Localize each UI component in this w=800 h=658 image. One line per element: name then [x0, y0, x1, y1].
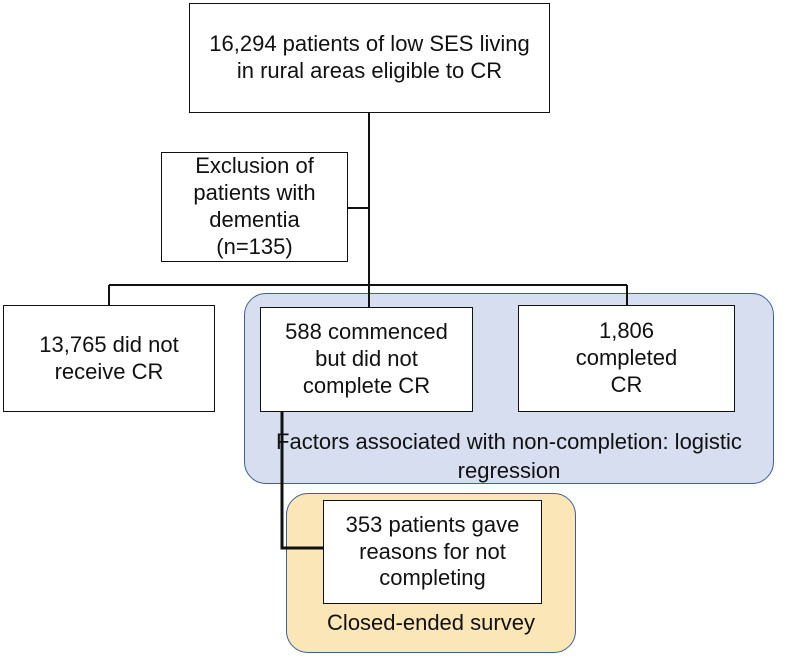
no-cr-text: 13,765 did not receive CR — [39, 331, 179, 384]
reasons-text: 353 patients gave reasons for not comple… — [345, 511, 520, 591]
reasons-link-line — [280, 412, 323, 550]
not-completed-box: 588 commenced but did not complete CR — [260, 307, 473, 412]
eligible-patients-text: 16,294 patients of low SES living in rur… — [209, 31, 530, 83]
regression-label-text: Factors associated with non-completion: … — [276, 429, 742, 483]
survey-label-text: Closed-ended survey — [327, 610, 535, 635]
exclusion-box: Exclusion of patients with dementia (n=1… — [161, 152, 348, 262]
reasons-box: 353 patients gave reasons for not comple… — [323, 500, 542, 604]
eligible-patients-box: 16,294 patients of low SES living in rur… — [189, 3, 550, 113]
completed-text: 1,806 completed CR — [575, 318, 678, 397]
survey-label: Closed-ended survey — [296, 609, 566, 638]
no-cr-box: 13,765 did not receive CR — [3, 305, 215, 412]
completed-box: 1,806 completed CR — [518, 305, 735, 412]
exclusion-text: Exclusion of patients with dementia (n=1… — [193, 153, 316, 259]
not-completed-text: 588 commenced but did not complete CR — [285, 319, 448, 398]
regression-label: Factors associated with non-completion: … — [272, 428, 746, 485]
